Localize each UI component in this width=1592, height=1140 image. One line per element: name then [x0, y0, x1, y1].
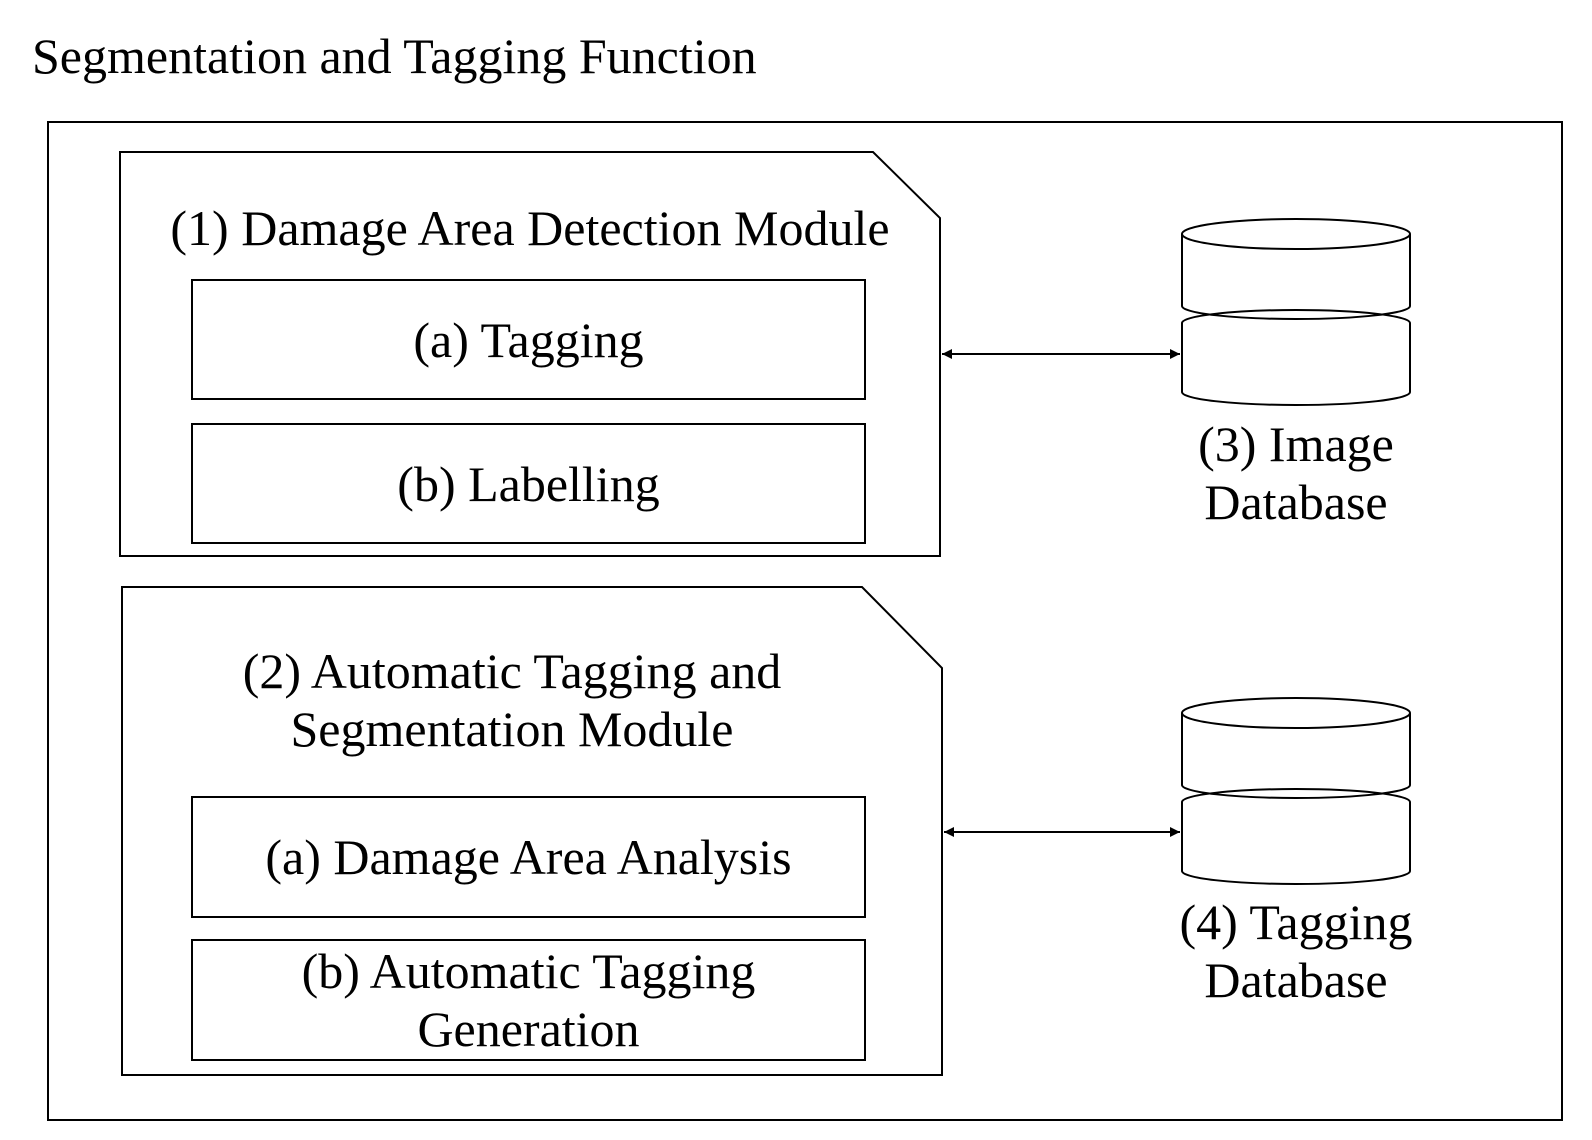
module-1-title-line: (1) Damage Area Detection Module — [170, 200, 890, 256]
tagging-database-label-line-1: (4) Tagging — [1179, 894, 1413, 950]
module-2-item-b-box — [191, 939, 866, 1061]
image-database-label-line-2: Database — [1204, 474, 1388, 530]
module-2-item-b-line-2: Generation — [417, 1001, 640, 1057]
module-2-title: (2) Automatic Tagging and Segmentation M… — [122, 642, 902, 758]
module-1-item-b-box — [191, 423, 866, 544]
module-1-item-a-box — [191, 279, 866, 400]
diagram-title: Segmentation and Tagging Function — [32, 28, 757, 84]
tagging-database-icon — [1181, 697, 1411, 885]
module-1-item-b-label: (b) Labelling — [192, 424, 865, 543]
module-1-item-a-label: (a) Tagging — [192, 280, 865, 399]
module-2-item-b-label: (b) Automatic Tagging Generation — [192, 940, 865, 1060]
outer-frame — [47, 121, 1563, 1121]
module-1-item-a-text: (a) Tagging — [413, 311, 644, 368]
image-database-label: (3) Image Database — [1146, 415, 1446, 531]
module-2-box — [121, 586, 943, 1076]
module-2-title-line-2: Segmentation Module — [290, 701, 734, 757]
module-1-item-b-text: (b) Labelling — [397, 455, 660, 512]
module-2-title-line-1: (2) Automatic Tagging and — [242, 643, 782, 699]
module-2-item-a-box — [191, 796, 866, 918]
module-1-box — [119, 151, 941, 557]
tagging-database-label: (4) Tagging Database — [1146, 893, 1446, 1009]
image-database-label-line-1: (3) Image — [1198, 416, 1394, 472]
module-2-item-a-label: (a) Damage Area Analysis — [192, 797, 865, 917]
module-2-item-a-text: (a) Damage Area Analysis — [265, 829, 792, 885]
image-database-icon — [1181, 218, 1411, 406]
module-2-item-b-line-1: (b) Automatic Tagging — [301, 943, 756, 999]
module-1-title: (1) Damage Area Detection Module — [120, 199, 940, 257]
tagging-database-label-line-2: Database — [1204, 952, 1388, 1008]
